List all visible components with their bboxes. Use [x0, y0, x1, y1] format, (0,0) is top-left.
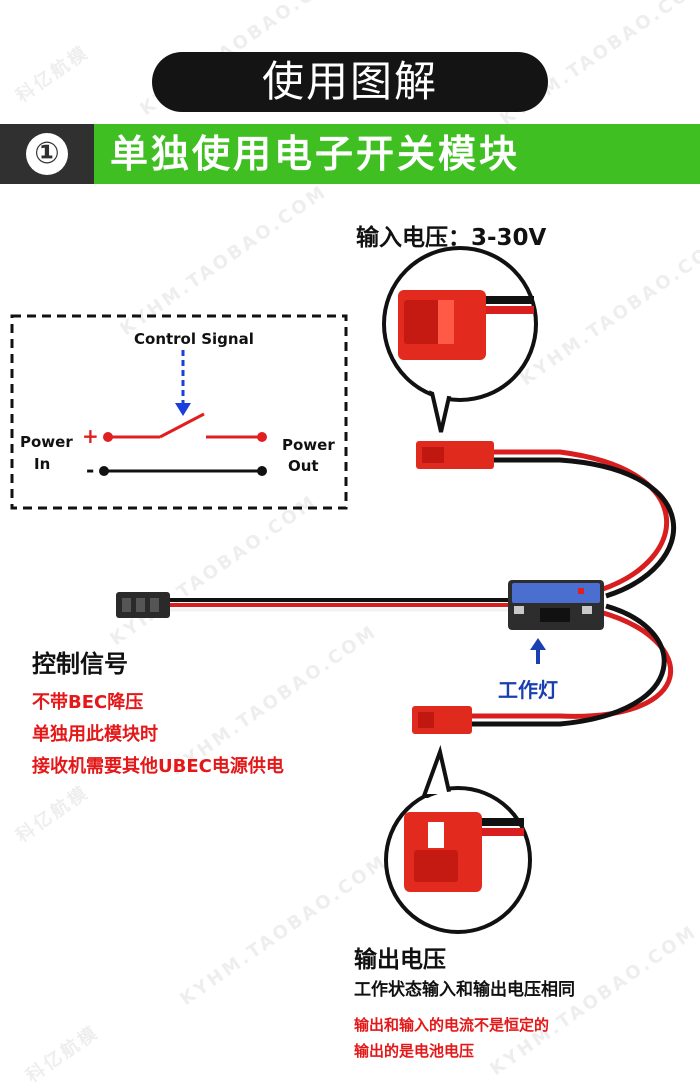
output-note: 输出的是电池电压 [354, 1042, 475, 1060]
power-out-label: Power [282, 436, 335, 454]
power-in-label: Power [20, 433, 73, 451]
control-note: 不带BEC降压 [32, 692, 144, 713]
switch-diagram-box [10, 314, 348, 510]
control-note: 单独用此模块时 [32, 724, 158, 745]
output-voltage-subtitle: 工作状态输入和输出电压相同 [354, 980, 575, 1000]
switch-lever [159, 412, 205, 439]
work-light-arrow [530, 638, 546, 650]
plus-sign: + [82, 424, 99, 448]
minus-sign: - [86, 458, 95, 482]
work-light-label: 工作灯 [498, 678, 558, 702]
control-arrow-head [175, 403, 191, 416]
control-signal-title: 控制信号 [32, 650, 128, 678]
page-title: 使用图解 [152, 52, 548, 112]
control-note: 接收机需要其他UBEC电源供电 [32, 756, 284, 777]
output-note: 输出和输入的电流不是恒定的 [354, 1016, 550, 1034]
section-number: ① [26, 133, 68, 175]
output-voltage-title: 输出电压 [354, 947, 446, 973]
power-out-label: Out [288, 457, 319, 475]
section-bar [0, 124, 700, 184]
section-title: 单独使用电子开关模块 [110, 132, 521, 176]
control-signal-label: Control Signal [134, 330, 254, 348]
power-in-label: In [34, 455, 51, 473]
